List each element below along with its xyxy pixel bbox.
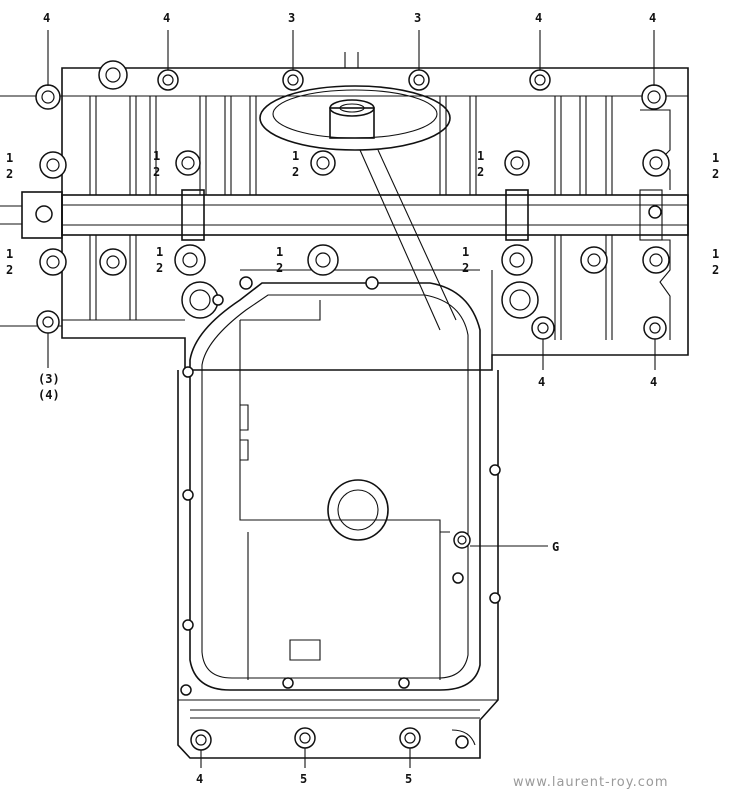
bolt-hole (642, 246, 670, 274)
inner-labels: 1 2 1 2 1 2 1 2 1 2 1 2 (153, 149, 484, 275)
label-inner-4-top: 1 (156, 245, 163, 259)
label-top-3: 3 (288, 11, 295, 25)
bolt-hole (529, 69, 551, 91)
bolt-hole (365, 276, 379, 290)
bolt-hole (174, 244, 206, 276)
label-paren-4: (4) (38, 388, 60, 402)
label-inner-3-top: 1 (477, 149, 484, 163)
top-labels: 4 4 3 3 4 4 (43, 11, 656, 25)
bolt-hole (239, 276, 253, 290)
bolt-hole (408, 69, 430, 91)
oil-pan (177, 282, 499, 759)
label-top-4: 3 (414, 11, 421, 25)
label-inner-4-bottom: 2 (156, 261, 163, 275)
leader-lines (47, 30, 656, 768)
bolt-hole (175, 150, 201, 176)
label-right-mid-4a: 4 (538, 375, 545, 389)
label-top-2: 4 (163, 11, 170, 25)
bolt-hole (648, 205, 662, 219)
bolt-hole (36, 310, 60, 334)
label-paren-3: (3) (38, 372, 60, 386)
label-right-2-top: 1 (712, 247, 719, 261)
label-inner-2-bottom: 2 (292, 165, 299, 179)
label-inner-2-top: 1 (292, 149, 299, 163)
bolt-hole (501, 281, 539, 319)
bolt-hole (501, 244, 533, 276)
label-bottom-1: 4 (196, 772, 203, 786)
bolt-hole (531, 316, 555, 340)
label-bottom-2: 5 (300, 772, 307, 786)
label-bottom-3: 5 (405, 772, 412, 786)
bolt-hole (641, 84, 667, 110)
label-left-1-top: 1 (6, 151, 13, 165)
label-top-1: 4 (43, 11, 50, 25)
bolt-hole (282, 69, 304, 91)
bolt-hole (307, 244, 339, 276)
label-right-1-top: 1 (712, 151, 719, 165)
bolt-hole (399, 727, 421, 749)
label-inner-5-top: 1 (276, 245, 283, 259)
label-left-2-top: 1 (6, 247, 13, 261)
label-right-mid-4b: 4 (650, 375, 657, 389)
label-right-2-bottom: 2 (712, 263, 719, 277)
label-inner-1-bottom: 2 (153, 165, 160, 179)
label-inner-5-bottom: 2 (276, 261, 283, 275)
label-top-6: 4 (649, 11, 656, 25)
bolt-hole (35, 84, 61, 110)
watermark-text: www.laurent-roy.com (513, 775, 669, 790)
bolt-hole (99, 248, 127, 276)
bolt-holes (35, 60, 670, 340)
pan-bolt-holes (180, 294, 501, 751)
label-left-2-bottom: 2 (6, 263, 13, 277)
bolt-hole (580, 246, 608, 274)
bolt-hole (294, 727, 316, 749)
label-right-1-bottom: 2 (712, 167, 719, 181)
misc-labels: (3) (4) 4 4 G (38, 372, 657, 554)
upper-housing (0, 52, 689, 371)
bolt-hole (98, 60, 128, 90)
bolt-hole (190, 729, 212, 751)
side-labels: 1 2 1 2 1 2 1 2 (6, 151, 719, 277)
label-inner-6-top: 1 (462, 245, 469, 259)
bolt-hole (157, 69, 179, 91)
bolt-hole (643, 316, 667, 340)
bottom-labels: 4 5 5 (196, 772, 412, 786)
bolt-hole (39, 151, 67, 179)
bolt-hole (504, 150, 530, 176)
housing-ribs (89, 96, 613, 340)
bolt-hole (39, 248, 67, 276)
bolt-hole (310, 150, 336, 176)
label-left-1-bottom: 2 (6, 167, 13, 181)
label-inner-1-top: 1 (153, 149, 160, 163)
bolt-hole (642, 149, 670, 177)
label-inner-3-bottom: 2 (477, 165, 484, 179)
label-g: G (552, 540, 559, 554)
label-top-5: 4 (535, 11, 542, 25)
label-inner-6-bottom: 2 (462, 261, 469, 275)
